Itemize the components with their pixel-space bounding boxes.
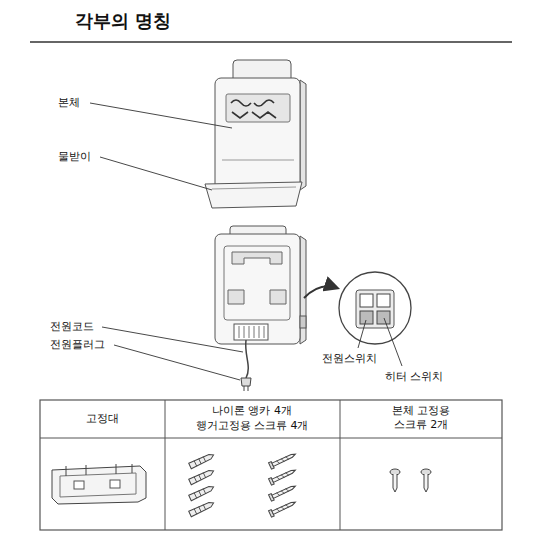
parts-table: [40, 400, 502, 530]
table-cell: 나이론 앵카 4개: [212, 404, 292, 418]
part-name: 전원코드: [50, 320, 94, 334]
anchors: [189, 452, 215, 516]
title-rule: [30, 41, 512, 43]
screws: [269, 451, 297, 517]
switch-detail: [339, 272, 411, 344]
body-screws: [390, 469, 431, 492]
part-name: 히터 스위치: [385, 370, 444, 384]
dryer-front: [205, 60, 306, 208]
part-name: 본체: [58, 96, 80, 110]
bracket: [52, 464, 146, 504]
part-name: 전원플러그: [50, 338, 105, 352]
part-name: 전원스위치: [322, 352, 377, 366]
dryer-back: [215, 226, 306, 391]
table-cell: 행거고정용 스크류 4개: [196, 419, 309, 433]
table-cell: 본체 고정용 스크류 2개: [376, 404, 466, 432]
table-cell: 고정대: [86, 412, 119, 426]
part-name: 물받이: [58, 150, 91, 164]
zoom-arrow: [304, 286, 337, 298]
leader-lines: [90, 103, 402, 380]
page-title: 각부의 명칭: [75, 10, 171, 32]
